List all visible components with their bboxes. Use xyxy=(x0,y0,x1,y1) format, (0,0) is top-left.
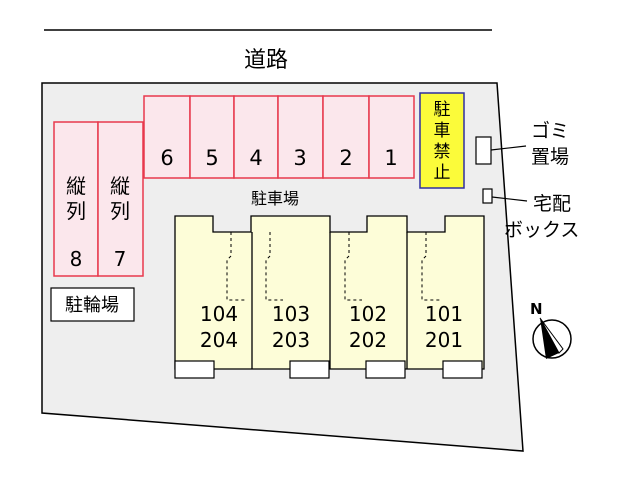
delivery-box xyxy=(482,188,493,204)
delivery-label-line2: ボックス xyxy=(504,219,579,241)
unit-number-upper: 101 xyxy=(425,302,463,326)
delivery-label-line1: 宅配 xyxy=(533,193,571,215)
parking-space-label: 1 xyxy=(384,146,397,170)
parking-space-label: 5 xyxy=(205,146,218,170)
parking-lot-label: 駐車場 xyxy=(251,189,299,208)
parking-space-1 xyxy=(368,95,415,179)
no-parking-char: 止 xyxy=(434,163,451,183)
unit-number-upper: 103 xyxy=(272,302,310,326)
tandem-space-8 xyxy=(53,121,99,277)
parking-space-6 xyxy=(143,95,191,179)
garbage-box xyxy=(475,136,492,165)
compass-needle-light xyxy=(539,317,564,354)
balcony-box xyxy=(174,360,215,379)
garbage-label-line2: 置場 xyxy=(531,146,569,168)
compass-label: N xyxy=(530,300,543,318)
tandem-label-top: 縦 xyxy=(66,174,86,198)
parking-space-label: 3 xyxy=(293,146,306,170)
tandem-number: 7 xyxy=(114,247,127,271)
bicycle-parking-label: 駐輪場 xyxy=(65,295,119,316)
tandem-parking: 縦 列 8 縦 列 7 xyxy=(53,121,144,277)
unit-number-lower: 203 xyxy=(272,328,310,352)
tandem-space-7 xyxy=(97,121,144,277)
delivery-leader-line xyxy=(491,196,528,202)
parking-space-label: 2 xyxy=(339,146,352,170)
no-parking-box xyxy=(419,92,465,189)
parking-space-5 xyxy=(189,95,235,179)
garbage-leader-line xyxy=(490,145,527,151)
unit-number-upper: 102 xyxy=(349,302,387,326)
balcony-box xyxy=(365,360,406,379)
compass-icon: N xyxy=(530,300,572,359)
unit-number-lower: 202 xyxy=(349,328,387,352)
balcony-box xyxy=(442,360,483,379)
building: 104 204 103 203 102 202 101 201 xyxy=(174,215,485,379)
no-parking-char: 駐 xyxy=(434,100,451,120)
compass-needle xyxy=(540,318,559,359)
parking-space-4 xyxy=(233,95,279,179)
unit-number-upper: 104 xyxy=(200,302,238,326)
parking-space-label: 6 xyxy=(160,146,173,170)
parking-row: 6 5 4 3 2 1 xyxy=(143,95,415,179)
road-label: 道路 xyxy=(244,48,288,73)
balcony-box xyxy=(289,360,330,379)
tandem-label-middle: 列 xyxy=(110,199,130,223)
bicycle-parking-box xyxy=(50,287,135,322)
parking-space-label: 4 xyxy=(249,146,262,170)
tandem-label-middle: 列 xyxy=(66,199,86,223)
unit-number-lower: 201 xyxy=(425,328,463,352)
unit-number-lower: 204 xyxy=(200,328,238,352)
no-parking-area: 駐 車 禁 止 xyxy=(419,92,465,189)
no-parking-char: 禁 xyxy=(434,142,451,162)
tandem-label-top: 縦 xyxy=(110,174,130,198)
no-parking-char: 車 xyxy=(434,121,451,141)
tandem-number: 8 xyxy=(70,247,83,271)
garbage-label-line1: ゴミ xyxy=(531,120,569,142)
